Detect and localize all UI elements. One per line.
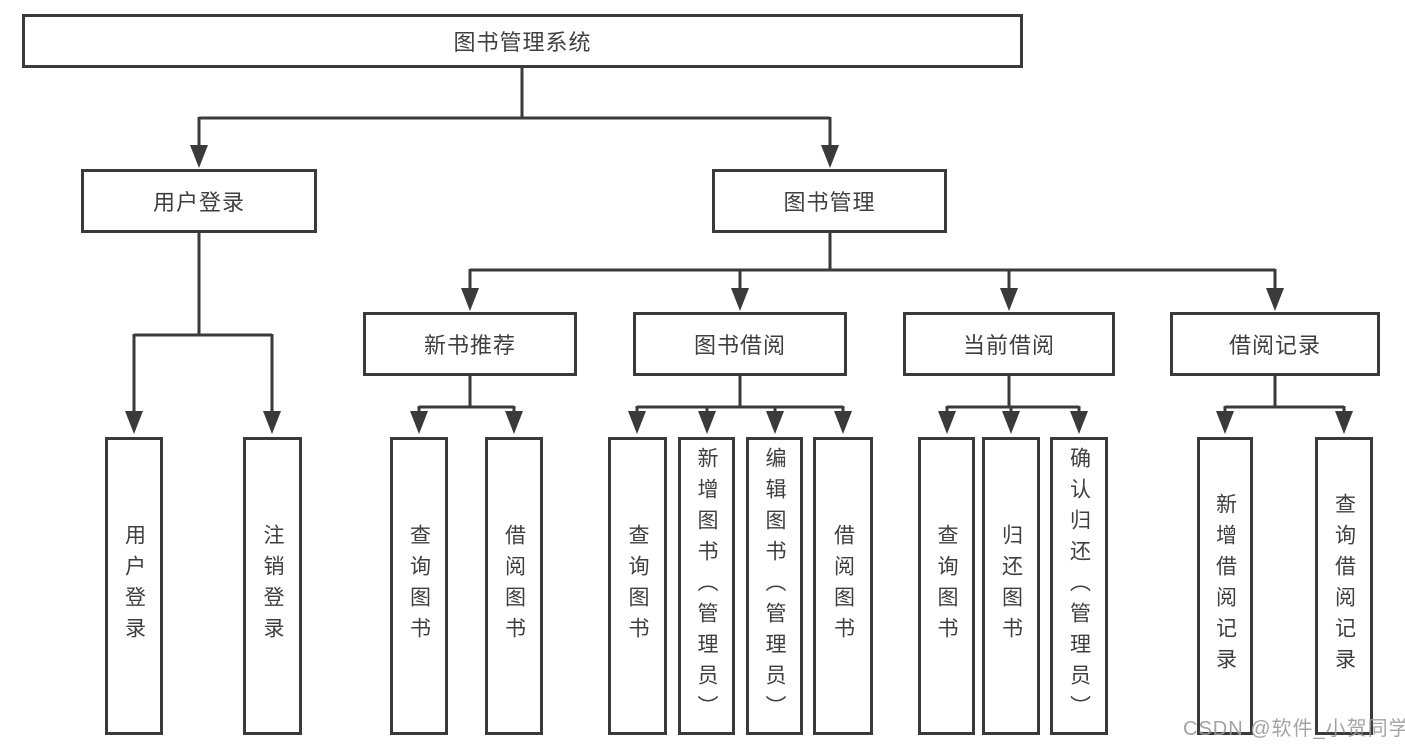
node-label: 归还图书 [999, 524, 1023, 648]
leaf-logout: 注销登录 [243, 437, 302, 735]
node-label: 新书推荐 [423, 333, 516, 358]
node-label: 新增借阅记录 [1213, 493, 1237, 679]
node-label: 用户登录 [122, 524, 146, 648]
node-book-mgmt: 图书管理 [712, 169, 947, 233]
node-label: 图书管理 [783, 190, 876, 215]
leaf-query-book-borrow: 查询图书 [608, 437, 667, 735]
csdn-watermark: CSDN @软件_小贺同学 [1183, 718, 1405, 740]
connector-user-login-group [125, 233, 281, 434]
connector-new-book-group [410, 376, 523, 434]
node-label: 查询图书 [935, 524, 958, 648]
leaf-return-book: 归还图书 [982, 437, 1040, 735]
connector-book-borrow-group [628, 376, 852, 434]
leaf-add-borrow-record: 新增借阅记录 [1197, 437, 1253, 735]
node-label: 借阅图书 [831, 524, 855, 648]
node-label: 注销登录 [261, 524, 284, 648]
leaf-borrow-book: 借阅图书 [813, 437, 873, 735]
leaf-add-book-admin: 新增图书（管理员） [678, 437, 735, 735]
leaf-query-book-current: 查询图书 [918, 437, 975, 735]
node-label: 查询借阅记录 [1332, 493, 1356, 679]
node-user-login: 用户登录 [81, 169, 317, 233]
node-new-book-recommend: 新书推荐 [363, 312, 577, 376]
connector-book-mgmt [461, 233, 1284, 311]
leaf-user-login: 用户登录 [105, 437, 163, 735]
leaf-query-book-recommend: 查询图书 [390, 437, 448, 735]
node-current-borrow: 当前借阅 [903, 312, 1115, 376]
node-label: 用户登录 [152, 190, 245, 215]
node-label: 查询图书 [407, 524, 431, 648]
leaf-edit-book-admin: 编辑图书（管理员） [746, 437, 803, 735]
connector-current-borrow-group [938, 376, 1088, 434]
node-label: 图书管理系统 [453, 30, 592, 55]
node-borrow-record: 借阅记录 [1170, 312, 1380, 376]
connector-borrow-record-group [1216, 376, 1353, 434]
node-label: 确认归还（管理员） [1067, 446, 1091, 726]
node-label: 查询图书 [626, 524, 649, 648]
node-label: 新增图书（管理员） [695, 446, 718, 726]
node-label: 当前借阅 [962, 333, 1055, 358]
node-label: 借阅记录 [1228, 333, 1321, 358]
node-label: 借阅图书 [502, 524, 526, 648]
node-root: 图书管理系统 [22, 14, 1023, 68]
node-book-borrow: 图书借阅 [633, 312, 847, 376]
leaf-borrow-book-recommend: 借阅图书 [485, 437, 543, 735]
node-label: 图书借阅 [693, 333, 786, 358]
node-label: 编辑图书（管理员） [763, 446, 786, 726]
leaf-query-borrow-record: 查询借阅记录 [1315, 437, 1373, 735]
leaf-confirm-return-admin: 确认归还（管理员） [1050, 437, 1108, 735]
connector-root [190, 68, 839, 168]
